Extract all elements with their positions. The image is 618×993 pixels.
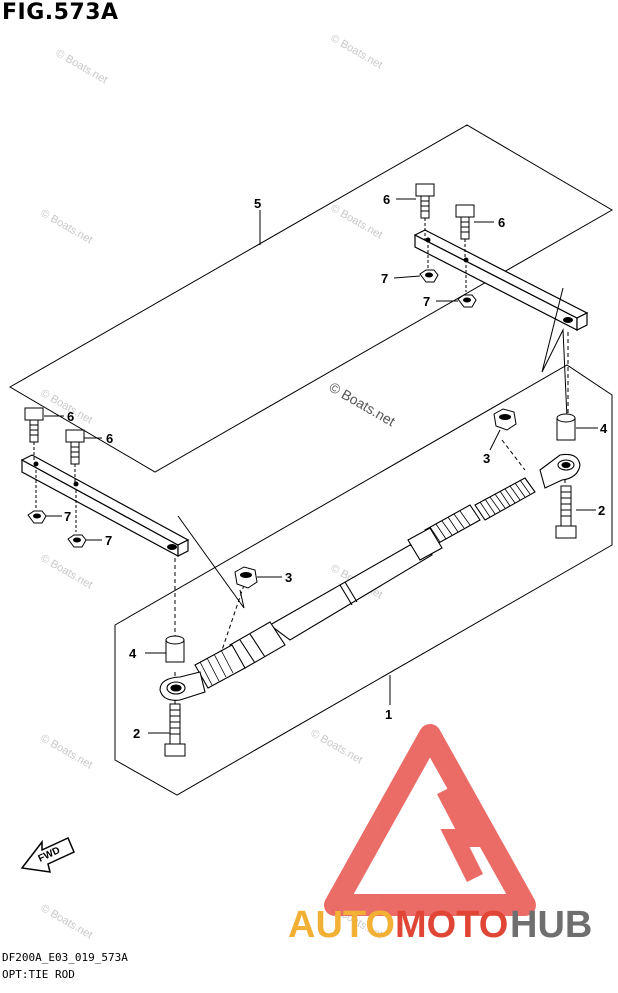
watermark: © Boats.net: [309, 727, 365, 766]
watermark: © Boats.net: [327, 379, 399, 430]
brand-hub: HUB: [510, 904, 592, 946]
callout-6: 6: [67, 409, 74, 424]
threaded-section-right: [474, 477, 536, 521]
tie-rod: [159, 453, 581, 701]
spacer-right: [556, 413, 576, 441]
callout-7: 7: [64, 509, 71, 524]
callout-5: 5: [254, 196, 261, 211]
callout-3: 3: [483, 451, 490, 466]
watermark: © Boats.net: [39, 207, 95, 246]
tie-rod-nut-right: [493, 408, 517, 431]
callout-2: 2: [598, 503, 605, 518]
right-bracket-nut: [457, 265, 477, 308]
leader-lines: [44, 198, 598, 734]
callout-6: 6: [383, 192, 390, 207]
watermark: © Boats.net: [329, 202, 385, 241]
callout-1: 1: [385, 707, 392, 722]
left-bracket: [20, 454, 190, 558]
fwd-arrow: FWD: [20, 836, 75, 873]
callout-3: 3: [285, 570, 292, 585]
callout-7: 7: [381, 271, 388, 286]
tie-rod-nut-left: [234, 566, 258, 589]
diagram-code: DF200A_E03_019_573A: [2, 951, 128, 964]
brand-moto: MOTO: [395, 904, 508, 946]
tie-rod-bolt-right: [555, 485, 577, 539]
right-bracket-bolt: [455, 204, 475, 260]
watermark: © Boats.net: [329, 32, 385, 71]
brand-logo: AUTO MOTO HUB: [288, 724, 592, 946]
threaded-section-left: [194, 644, 246, 689]
brand-auto: AUTO: [288, 904, 395, 946]
callout-6: 6: [498, 215, 505, 230]
left-bracket-nut: [67, 490, 87, 548]
callout-4: 4: [600, 421, 608, 436]
tie-rod-bolt-left: [164, 703, 186, 757]
left-bracket-bolt: [65, 429, 85, 484]
tube-main: [269, 527, 443, 641]
callout-labels: 5 6 6 7 7 6 6 7 7 3 4 2 3 4 2 1: [64, 192, 608, 741]
callout-6: 6: [106, 431, 113, 446]
left-bracket-bolt: [24, 407, 44, 462]
callout-2: 2: [133, 726, 140, 741]
right-bracket-bolt: [415, 183, 435, 240]
rod-end-right: [539, 453, 581, 489]
watermark: © Boats.net: [39, 732, 95, 771]
rod-end-left: [159, 671, 206, 701]
right-bracket: [413, 229, 589, 331]
watermark: © Boats.net: [39, 902, 95, 941]
threaded-section-mid: [424, 504, 481, 546]
brand-emblem: [324, 724, 536, 916]
callout-7: 7: [105, 533, 112, 548]
callout-4: 4: [129, 646, 137, 661]
right-bracket-nut: [419, 245, 439, 283]
bracket-set-frame: [9, 124, 613, 473]
callout-7: 7: [423, 294, 430, 309]
spacer-left: [165, 635, 185, 663]
watermark: © Boats.net: [54, 47, 110, 86]
figure-title: FIG.573A: [2, 0, 119, 25]
center-watermark: © Boats.net: [327, 379, 399, 430]
watermark: © Boats.net: [39, 552, 95, 591]
tie-rod-frame: [114, 364, 613, 796]
diagram-name: OPT:TIE ROD: [2, 968, 75, 981]
